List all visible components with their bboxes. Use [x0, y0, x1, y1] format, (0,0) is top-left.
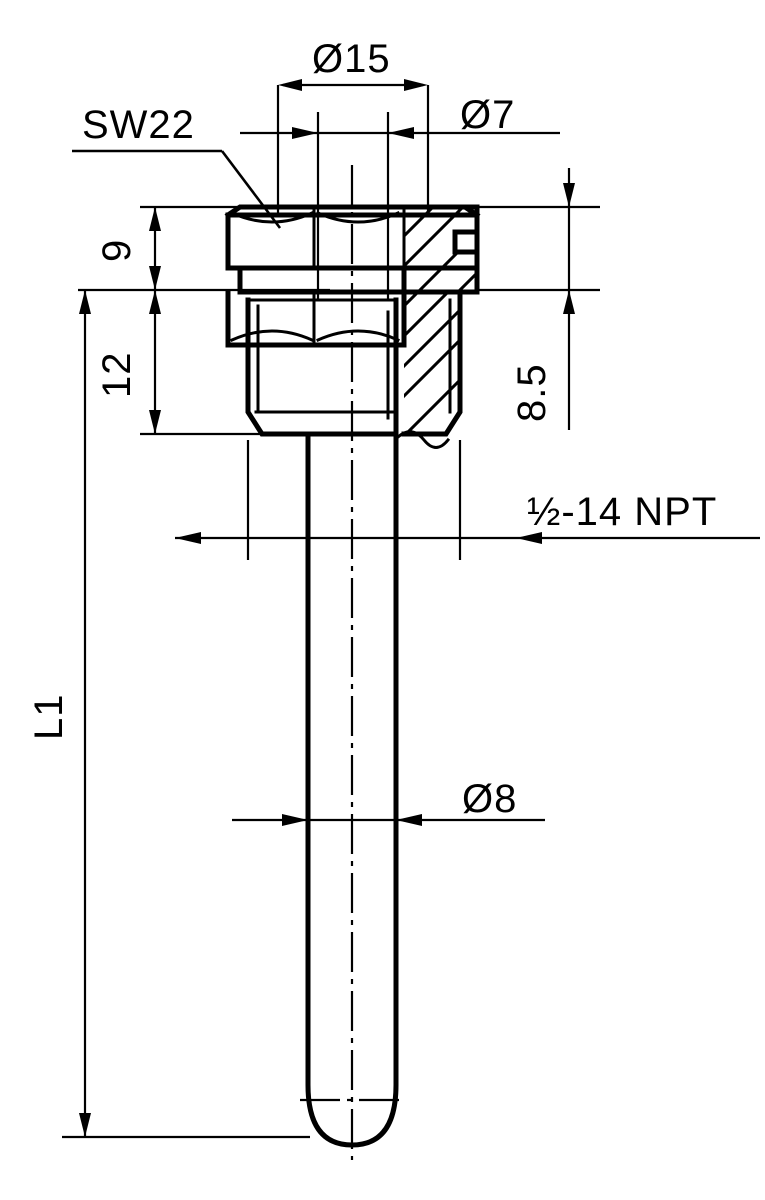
npt-body-section-outline [401, 289, 463, 437]
stem-tube-outline [305, 431, 399, 1148]
arrowhead-nine-bottom [149, 266, 161, 290]
arrowhead-l1-top [79, 290, 91, 314]
arrowhead-npt-left [175, 532, 201, 544]
extension-lines [62, 85, 760, 1139]
arrowhead-nine-top [149, 207, 161, 231]
label-l1: L1 [27, 694, 71, 741]
dimension-dia8: Ø8 [282, 777, 517, 826]
dimension-nine: 9 [95, 207, 161, 290]
dimension-eight-five: 8.5 [510, 168, 575, 430]
break-symbol [395, 430, 451, 449]
hex-arc-lower-right [316, 329, 400, 342]
arrowhead-twelve-top [149, 290, 161, 314]
head-section-geometry [401, 204, 480, 295]
arrowhead-eight5-bottom [563, 290, 575, 314]
label-dia8: Ø8 [462, 777, 517, 821]
arrowhead-dia15-right [404, 79, 428, 91]
arrowhead-dia8-left [282, 814, 308, 826]
dimension-twelve: 12 [95, 290, 161, 434]
arrowhead-l1-bottom [79, 1113, 91, 1137]
label-nine: 9 [95, 239, 139, 262]
arrowhead-dia15-left [278, 79, 302, 91]
hex-arc-upper-right [316, 211, 400, 224]
arrowhead-eight5-top [563, 183, 575, 207]
stem-tube-geometry [305, 431, 399, 1148]
arrowhead-dia7-right [388, 127, 414, 139]
dimension-dia7: Ø7 [292, 93, 515, 139]
label-dia7: Ø7 [460, 93, 515, 137]
dimension-npt: ½-14 NPT [175, 490, 717, 544]
dimension-dia15: Ø15 [278, 37, 428, 91]
label-eight-five: 8.5 [510, 363, 554, 422]
dimension-l1: L1 [27, 290, 91, 1137]
arrowhead-twelve-bottom [149, 410, 161, 434]
npt-thread-body-geometry [245, 289, 463, 449]
label-dia15: Ø15 [312, 37, 391, 81]
hex-lower-block [225, 289, 407, 348]
dimension-sw22: SW22 [72, 103, 282, 229]
head-stepped-profile [401, 204, 480, 295]
arrowhead-npt-right [516, 532, 542, 544]
hex-top-chamfer [224, 204, 481, 219]
arrowhead-dia7-left [292, 127, 318, 139]
leader-sw22-diagonal [220, 150, 282, 229]
hex-arc-lower-left [230, 329, 314, 342]
hex-groove [237, 265, 407, 295]
label-npt: ½-14 NPT [527, 490, 717, 534]
label-twelve: 12 [95, 352, 139, 399]
label-sw22: SW22 [82, 103, 195, 147]
npt-body-left-outline [245, 297, 399, 437]
arrowhead-dia8-right [396, 814, 422, 826]
head-section-hatching [404, 207, 477, 292]
hex-arc-upper-left [230, 211, 314, 224]
